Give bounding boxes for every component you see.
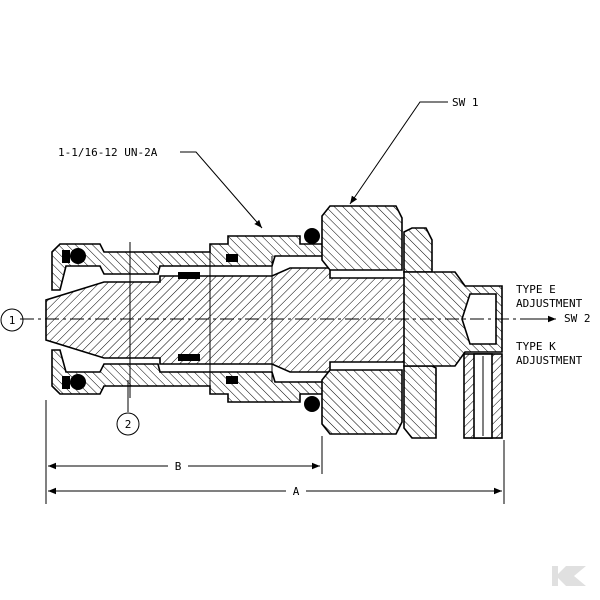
port-2-label: 2 <box>125 418 132 431</box>
callout-port-2: 2 <box>116 380 140 436</box>
callout-sw2: SW 2 <box>520 312 591 325</box>
backup-ring-bottom-left <box>62 376 70 389</box>
seal-lower-right <box>226 376 238 384</box>
callout-port-1: 1 <box>0 308 24 332</box>
callout-type-k: TYPE K ADJUSTMENT <box>516 340 583 367</box>
sw2-label: SW 2 <box>564 312 591 325</box>
lock-nut-upper <box>403 227 433 273</box>
sw1-label: SW 1 <box>452 96 479 109</box>
hex-nut-sw1-lower <box>321 369 403 435</box>
type-k-line1: TYPE K <box>516 340 556 353</box>
seal-upper-right <box>226 254 238 262</box>
callout-thread-spec: 1-1/16-12 UN-2A <box>58 146 263 229</box>
hex-nut-sw1 <box>321 205 403 271</box>
thread-spec-label: 1-1/16-12 UN-2A <box>58 146 158 159</box>
type-k-line2: ADJUSTMENT <box>516 354 583 367</box>
seal-lower-mid <box>178 354 200 361</box>
callout-type-e: TYPE E ADJUSTMENT <box>516 283 583 310</box>
backup-ring-top-left <box>62 250 70 263</box>
dim-a-label: A <box>293 485 300 498</box>
spool <box>45 267 463 373</box>
watermark-logo <box>552 566 586 586</box>
o-ring-nut-top <box>304 228 320 244</box>
valve-body <box>45 205 503 439</box>
port-1-label: 1 <box>9 314 16 327</box>
lock-nut-lower <box>403 365 437 439</box>
o-ring-top-left <box>70 248 86 264</box>
callout-sw1: SW 1 <box>349 96 479 205</box>
dim-b-label: B <box>175 460 182 473</box>
dimension-a: A <box>48 440 505 504</box>
type-e-line1: TYPE E <box>516 283 556 296</box>
seal-upper-mid <box>178 272 200 279</box>
dimension-b: B <box>45 400 323 504</box>
sleeve-lower <box>51 349 326 403</box>
o-ring-bottom-left <box>70 374 86 390</box>
type-e-line2: ADJUSTMENT <box>516 297 583 310</box>
o-ring-nut-bottom <box>304 396 320 412</box>
